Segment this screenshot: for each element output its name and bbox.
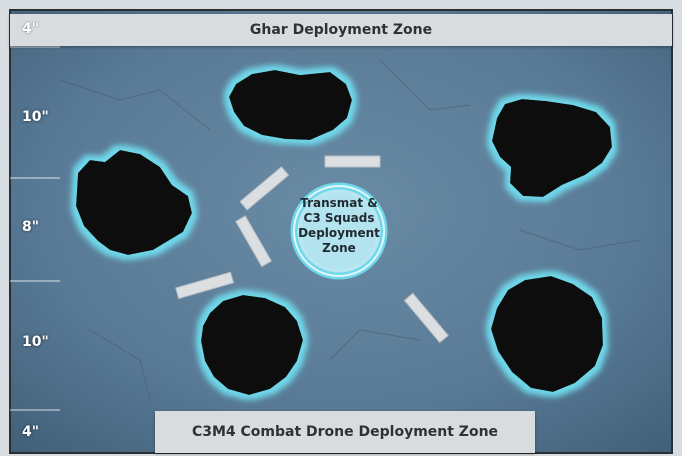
ghar-deployment-zone: Ghar Deployment Zone bbox=[10, 14, 672, 46]
wall-segment-lower-left-icon bbox=[175, 271, 235, 300]
center-deployment-circle bbox=[290, 182, 388, 280]
terrain-left-icon bbox=[76, 150, 192, 255]
measure-bottom: 4" bbox=[22, 424, 40, 440]
terrain-bottom-right-icon bbox=[491, 276, 603, 392]
wall-segment-right-icon bbox=[403, 292, 449, 344]
measure-middle: 8" bbox=[22, 219, 40, 235]
terrain-top-right-icon bbox=[492, 99, 612, 197]
terrain-top-center-icon bbox=[229, 70, 352, 140]
terrain-bottom-left-icon bbox=[201, 295, 303, 395]
measure-upper: 10" bbox=[22, 109, 49, 125]
wall-segment-mid-left-icon bbox=[235, 215, 273, 268]
measure-top: 4" bbox=[22, 21, 40, 37]
measure-lower: 10" bbox=[22, 334, 49, 350]
wall-segment-top-icon bbox=[324, 155, 381, 168]
wall-segment-upper-left-icon bbox=[239, 166, 290, 211]
center-zone-label: Transmat & C3 Squads Deployment Zone bbox=[298, 196, 380, 255]
measurement-ticks bbox=[10, 46, 60, 411]
drone-deployment-zone: C3M4 Combat Drone Deployment Zone bbox=[155, 411, 535, 453]
